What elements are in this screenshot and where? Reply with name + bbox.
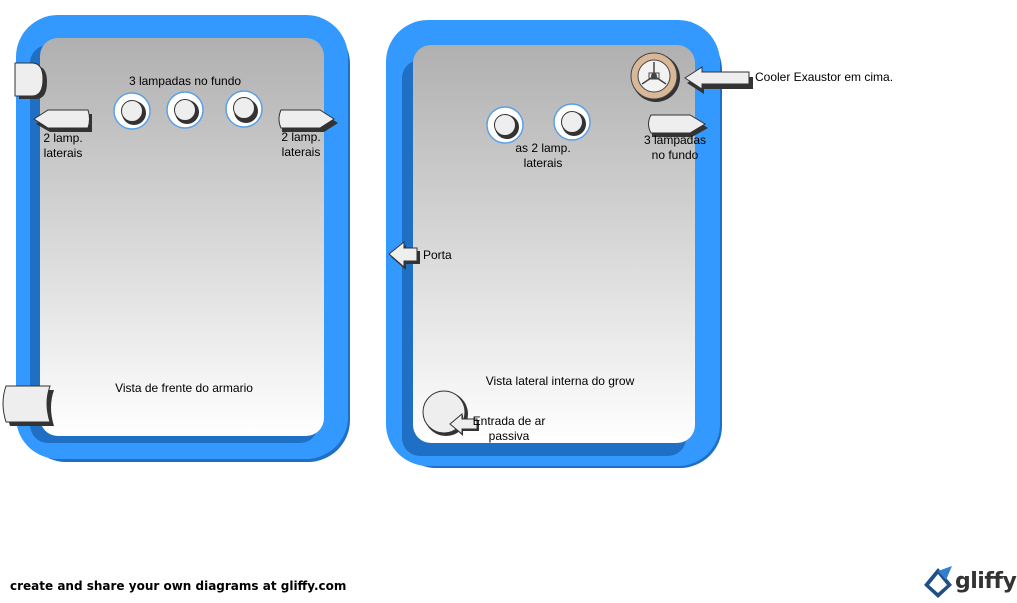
side-lateral-lamps-label: as 2 lamp. laterais	[503, 141, 583, 171]
front-left-lamps-label: 2 lamp. laterais	[28, 131, 98, 161]
front-back-lamps	[113, 90, 263, 130]
front-back-lamps-label: 3 lampadas no fundo	[128, 74, 242, 88]
label-line: laterais	[281, 145, 321, 159]
label-line: passiva	[488, 429, 530, 443]
air-intake-icon	[422, 390, 479, 436]
cooler-label: Cooler Exaustor em cima.	[755, 70, 894, 84]
right-lamp-pointer-icon	[278, 109, 338, 132]
label-line: 3 lampadas	[643, 133, 707, 147]
front-view-cabinet	[16, 15, 350, 462]
front-view-title: Vista de frente do armario	[115, 381, 253, 395]
side-view-cabinet	[386, 20, 722, 468]
door-shape-icon	[14, 62, 47, 99]
label-line: no fundo	[651, 148, 699, 162]
back-lamps-pointer-icon	[648, 114, 708, 137]
side-lateral-lamps	[486, 103, 591, 144]
label-line: 2 lamp.	[281, 130, 321, 144]
lamp-icon	[486, 106, 524, 144]
left-lamp-pointer-icon	[33, 109, 92, 132]
tape-shape-icon	[2, 385, 54, 426]
side-back-lamps-label: 3 lampadas no fundo	[635, 133, 715, 163]
lamp-icon	[113, 92, 151, 130]
label-line: laterais	[43, 146, 83, 160]
cooler-fan-icon	[630, 52, 680, 102]
gliffy-logo-icon	[924, 566, 952, 598]
label-line: as 2 lamp.	[515, 141, 571, 155]
door-label: Porta	[423, 248, 452, 262]
label-line: laterais	[523, 156, 563, 170]
side-view-title: Vista lateral interna do grow	[485, 374, 635, 388]
front-right-lamps-label: 2 lamp. laterais	[266, 130, 336, 160]
gliffy-brand[interactable]: gliffy	[955, 569, 1017, 594]
label-line: 2 lamp.	[43, 131, 83, 145]
label-line: Entrada de ar	[472, 414, 546, 428]
cooler-arrow-icon	[684, 66, 753, 94]
door-arrow-icon	[388, 240, 420, 270]
side-panel	[413, 45, 695, 443]
lamp-icon	[166, 91, 204, 129]
footer-link[interactable]: create and share your own diagrams at gl…	[10, 579, 347, 593]
air-intake-label: Entrada de ar passiva	[466, 414, 552, 444]
lamp-icon	[225, 90, 263, 128]
lamp-icon	[553, 103, 591, 141]
front-panel	[40, 38, 324, 436]
